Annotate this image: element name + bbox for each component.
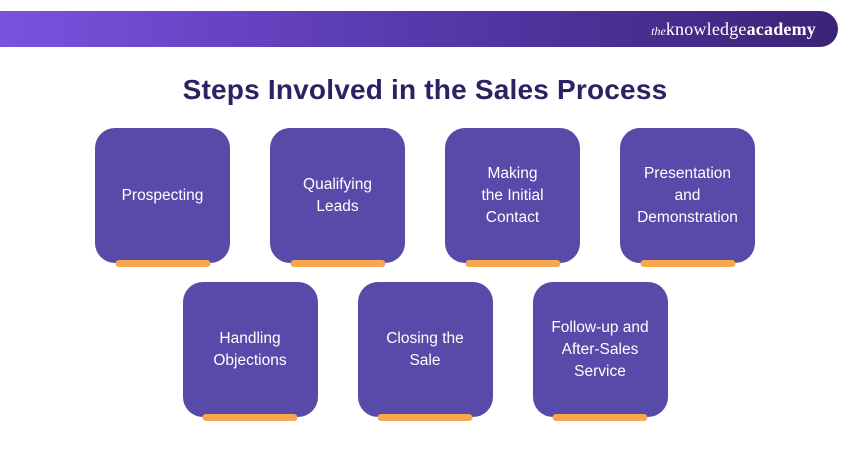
step-label: Qualifying Leads bbox=[303, 175, 372, 215]
brand-logo: theknowledgeacademy bbox=[651, 20, 816, 39]
brand-header-bar: theknowledgeacademy bbox=[0, 11, 838, 47]
steps-row-2: Handling Objections Closing the Sale Fol… bbox=[0, 282, 850, 421]
logo-prefix: the bbox=[651, 23, 666, 38]
step-label: Handling Objections bbox=[213, 329, 287, 369]
step-card-qualifying-leads: Qualifying Leads bbox=[270, 128, 405, 267]
step-card-handling-objections: Handling Objections bbox=[182, 282, 318, 421]
step-label: Prospecting bbox=[121, 186, 204, 204]
card-accent-underline bbox=[202, 414, 298, 421]
step-card-closing-the-sale: Closing the Sale bbox=[357, 282, 493, 421]
steps-row-1: Prospecting Qualifying Leads Making the … bbox=[0, 128, 850, 267]
card-accent-underline bbox=[290, 260, 385, 267]
step-card-prospecting: Prospecting bbox=[95, 128, 230, 267]
step-label: Presentation and Demonstration bbox=[637, 164, 738, 226]
step-label: Closing the Sale bbox=[386, 329, 464, 369]
page-title: Steps Involved in the Sales Process bbox=[182, 74, 668, 105]
logo-word-academy: academy bbox=[746, 18, 816, 39]
step-label: Follow-up and After-Sales Service bbox=[551, 318, 649, 380]
step-card-making-initial-contact: Making the Initial Contact bbox=[445, 128, 580, 267]
card-accent-underline bbox=[115, 260, 210, 267]
card-accent-underline bbox=[640, 260, 735, 267]
step-label: Making the Initial Contact bbox=[481, 164, 544, 226]
card-accent-underline bbox=[552, 414, 648, 421]
step-card-presentation-demonstration: Presentation and Demonstration bbox=[620, 128, 755, 267]
card-accent-underline bbox=[377, 414, 473, 421]
step-card-follow-up-after-sales-service: Follow-up and After-Sales Service bbox=[532, 282, 668, 421]
card-accent-underline bbox=[465, 260, 560, 267]
logo-word-knowledge: knowledge bbox=[665, 18, 747, 39]
